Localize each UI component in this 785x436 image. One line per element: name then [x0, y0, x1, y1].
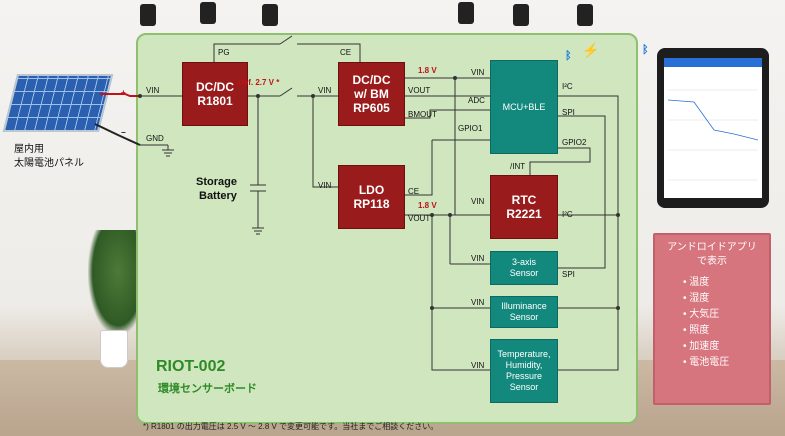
dcdc-rp605-block: DC/DC w/ BM RP605 — [338, 62, 405, 126]
signal-icon: ⚡ — [582, 42, 600, 58]
spotlight — [200, 2, 216, 24]
block-label: Illuminance — [501, 301, 547, 311]
block-label: DC/DC — [196, 80, 234, 94]
mcu-ble-block: MCU+BLE — [490, 60, 558, 154]
block-label: 3-axis — [511, 257, 536, 267]
block-label: DC/DC — [352, 73, 391, 87]
pin-vout: VOUT — [408, 86, 431, 95]
block-label: RP605 — [353, 101, 390, 115]
pin-adc: ADC — [468, 96, 485, 105]
voltage-1v8-dcdc: 1.8 V — [418, 66, 437, 75]
block-label: R2221 — [506, 207, 542, 221]
accel-sensor-block: 3-axis Sensor — [490, 251, 558, 285]
block-label: MCU+BLE — [502, 101, 546, 112]
list-item: 照度 — [683, 323, 769, 339]
spotlight — [140, 4, 156, 26]
pin-spi: SPI — [562, 108, 575, 117]
footnote: *) R1801 の出力電圧は 2.5 V ～ 2.8 V で変更可能です。当社… — [143, 422, 439, 431]
bluetooth-icon: ᛒ — [642, 44, 649, 56]
voltage-1v8-ldo: 1.8 V — [418, 201, 437, 210]
list-item: 加速度 — [683, 339, 769, 355]
block-label: Sensor — [509, 312, 539, 322]
pin-gpio2: GPIO2 — [562, 138, 587, 147]
pin-vin: VIN — [471, 361, 485, 370]
app-graph — [667, 89, 759, 181]
callout-title: で表示 — [697, 256, 727, 267]
block-label: RP118 — [353, 197, 390, 211]
ldo-rp118-block: LDO RP118 — [338, 165, 405, 229]
callout-title: アンドロイドアプリ — [667, 242, 757, 253]
voltage-default: Def. 2.7 V * — [238, 78, 280, 87]
bluetooth-icon: ᛒ — [565, 50, 572, 62]
block-label: Sensor — [509, 382, 539, 392]
spotlight — [577, 4, 593, 26]
board-name: RIOT-002 — [156, 358, 226, 375]
pin-vin: VIN — [318, 181, 332, 190]
block-label: w/ BM — [354, 87, 389, 101]
pin-ce: CE — [340, 48, 352, 57]
pin-vin: VIN — [146, 86, 160, 95]
pin-ce: CE — [408, 187, 420, 196]
list-item: 電池電圧 — [683, 355, 769, 371]
pin-vin: VIN — [471, 197, 485, 206]
solar-label-1: 屋内用 — [14, 144, 44, 155]
spotlight — [458, 2, 474, 24]
thp-sensor-block: Temperature, Humidity, Pressure Sensor — [490, 339, 558, 403]
solar-label-2: 太陽電池パネル — [14, 158, 84, 169]
pin-vin: VIN — [471, 68, 485, 77]
block-label: Humidity, — [505, 360, 543, 370]
pin-vin: VIN — [471, 298, 485, 307]
pin-vin: VIN — [318, 86, 332, 95]
pin-vout: VOUT — [408, 214, 431, 223]
measurement-list: 温度 湿度 大気圧 照度 加速度 電池電圧 — [683, 275, 769, 371]
minus-sign: − — [121, 128, 126, 137]
pin-spi: SPI — [562, 270, 575, 279]
list-item: 温度 — [683, 275, 769, 291]
illuminance-sensor-block: Illuminance Sensor — [490, 296, 558, 328]
pin-pg: PG — [218, 48, 230, 57]
app-bar — [664, 58, 762, 67]
block-label: Sensor — [509, 268, 539, 278]
pin-gnd: GND — [146, 134, 164, 143]
plant-pot — [100, 330, 128, 368]
storage-label-2: Battery — [199, 190, 237, 202]
pin-i2c: I²C — [562, 210, 573, 219]
pin-gpio1: GPIO1 — [458, 124, 483, 133]
block-label: R1801 — [197, 94, 233, 108]
block-label: Pressure — [505, 371, 542, 381]
spotlight — [262, 4, 278, 26]
storage-label-1: Storage — [196, 176, 237, 188]
list-item: 大気圧 — [683, 307, 769, 323]
list-item: 湿度 — [683, 291, 769, 307]
pin-vin: VIN — [471, 254, 485, 263]
rtc-r2221-block: RTC R2221 — [490, 175, 558, 239]
pin-i2c: I²C — [562, 82, 573, 91]
dcdc-r1801-block: DC/DC R1801 — [182, 62, 248, 126]
board-subtitle: 環境センサーボード — [158, 383, 257, 395]
plus-sign: + — [121, 88, 126, 97]
pin-bmout: BMOUT — [408, 110, 437, 119]
pin-int: /INT — [510, 162, 526, 171]
block-label: RTC — [511, 193, 537, 207]
spotlight — [513, 4, 529, 26]
block-label: Temperature, — [497, 349, 551, 359]
block-label: LDO — [358, 183, 385, 197]
